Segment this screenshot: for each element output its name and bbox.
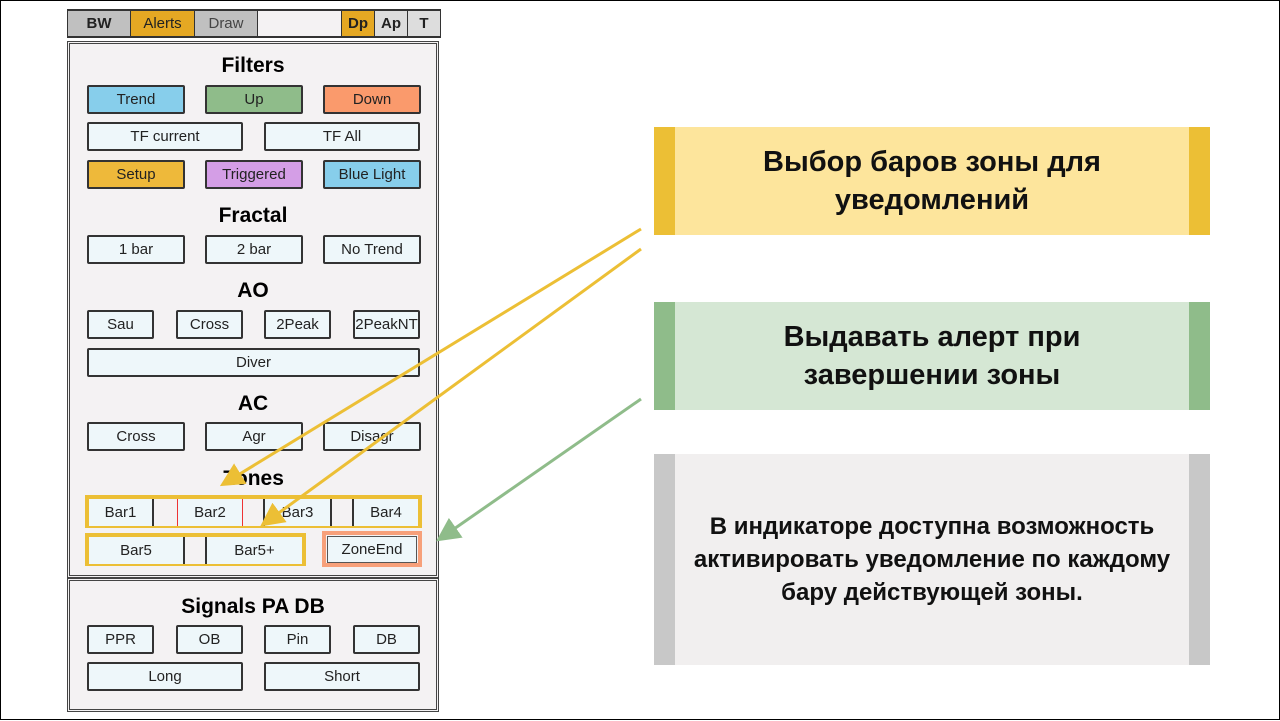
callout-zone-end: Выдавать алерт при завершении зоны xyxy=(654,302,1210,410)
fractal-title: Fractal xyxy=(218,204,288,227)
bar1-button[interactable]: Bar1 xyxy=(89,499,154,526)
ao-sau-button[interactable]: Sau xyxy=(87,310,154,339)
fractal-2bar-button[interactable]: 2 bar xyxy=(205,235,303,264)
bar5-button[interactable]: Bar5 xyxy=(89,537,185,564)
tab-blank xyxy=(257,10,342,37)
arrow-to-zones-row2 xyxy=(260,247,642,527)
ao-2peak-button[interactable]: 2Peak xyxy=(264,310,331,339)
pin-button[interactable]: Pin xyxy=(264,625,331,654)
bar4-button[interactable]: Bar4 xyxy=(354,499,418,526)
tab-draw[interactable]: Draw xyxy=(194,10,258,37)
callout-text: Выдавать алерт при завершении зоны xyxy=(783,321,1081,391)
blue-light-button[interactable]: Blue Light xyxy=(323,160,421,189)
tab-ap[interactable]: Ap xyxy=(374,10,408,37)
fractal-1bar-button[interactable]: 1 bar xyxy=(87,235,185,264)
callout-info: В индикаторе доступна возможность активи… xyxy=(654,454,1210,665)
ob-button[interactable]: OB xyxy=(176,625,243,654)
bar3-gap xyxy=(332,499,354,526)
short-button[interactable]: Short xyxy=(264,662,420,691)
ac-disagr-button[interactable]: Disagr xyxy=(323,422,421,451)
arrow-to-zones-row1 xyxy=(219,227,642,487)
callout-text: Выбор баров зоны для уведомлений xyxy=(763,146,1101,216)
ao-title: AO xyxy=(237,279,269,302)
up-button[interactable]: Up xyxy=(205,85,303,114)
bar5-gap xyxy=(185,537,207,564)
callout-text: В индикаторе доступна возможность активи… xyxy=(693,513,1171,606)
ao-2peaknt-button[interactable]: 2PeakNT xyxy=(353,310,420,339)
zone-end-button[interactable]: ZoneEnd xyxy=(327,536,417,563)
down-button[interactable]: Down xyxy=(323,85,421,114)
tf-all-button[interactable]: TF All xyxy=(264,122,420,151)
tf-current-button[interactable]: TF current xyxy=(87,122,243,151)
bar2-button[interactable]: Bar2 xyxy=(178,499,243,526)
no-trend-button[interactable]: No Trend xyxy=(323,235,421,264)
bar5plus-button[interactable]: Bar5+ xyxy=(207,537,302,564)
trend-button[interactable]: Trend xyxy=(87,85,185,114)
signals-title: Signals PA DB xyxy=(181,595,325,618)
db-button[interactable]: DB xyxy=(353,625,420,654)
tab-t[interactable]: T xyxy=(407,10,441,37)
triggered-button[interactable]: Triggered xyxy=(205,160,303,189)
callout-bar-selection: Выбор баров зоны для уведомлений xyxy=(654,127,1210,235)
callout-accent-right xyxy=(1189,454,1210,665)
ppr-button[interactable]: PPR xyxy=(87,625,154,654)
ao-diver-button[interactable]: Diver xyxy=(87,348,420,377)
ac-cross-button[interactable]: Cross xyxy=(87,422,185,451)
ao-cross-button[interactable]: Cross xyxy=(176,310,243,339)
long-button[interactable]: Long xyxy=(87,662,243,691)
filters-title: Filters xyxy=(221,54,285,77)
zone-bars-row2-highlight: Bar5 Bar5+ xyxy=(85,533,306,566)
callout-accent-left xyxy=(654,127,675,235)
tab-bw[interactable]: BW xyxy=(67,10,131,37)
callout-accent-right xyxy=(1189,127,1210,235)
ac-title: AC xyxy=(237,392,269,415)
setup-button[interactable]: Setup xyxy=(87,160,185,189)
callout-accent-left xyxy=(654,302,675,410)
bar1-gap xyxy=(154,499,178,526)
arrow-to-zone-end xyxy=(436,397,642,542)
callout-accent-right xyxy=(1189,302,1210,410)
zone-end-highlight: ZoneEnd xyxy=(322,531,422,567)
callout-accent-left xyxy=(654,454,675,665)
